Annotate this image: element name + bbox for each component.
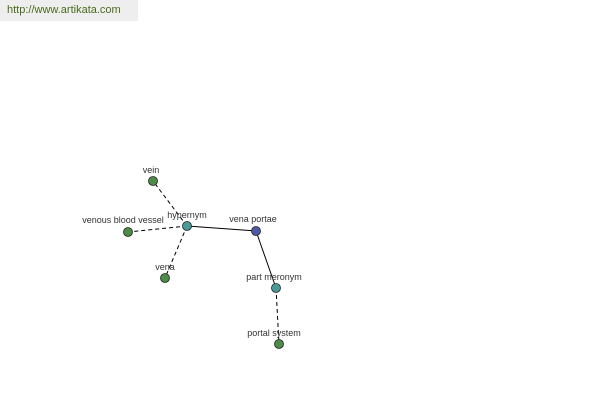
node-portal-system[interactable]: portal system — [247, 328, 301, 349]
edges-layer — [127, 180, 280, 345]
node-circle[interactable] — [148, 176, 158, 186]
node-circle[interactable] — [182, 221, 192, 231]
edge-vena-portae-part-meronym — [255, 230, 277, 289]
edge-vena-portae-hypernym — [186, 225, 257, 232]
url-banner[interactable]: http://www.artikata.com — [0, 0, 138, 21]
edge-part-meronym-portal-system — [275, 287, 280, 345]
nodes-layer: vein venous blood vessel vena hypernym vena … — [82, 165, 302, 349]
node-label: hypernym — [167, 210, 207, 220]
edge-hypernym-vena — [164, 225, 188, 279]
node-circle[interactable] — [251, 226, 261, 236]
edge-hypernym-vein — [152, 180, 188, 227]
node-vena[interactable]: vena — [155, 262, 175, 283]
node-venous-blood-vessel[interactable]: venous blood vessel — [82, 215, 164, 237]
node-part-meronym[interactable]: part meronym — [246, 272, 302, 293]
node-hypernym[interactable]: hypernym — [167, 210, 207, 231]
node-label: vena portae — [229, 214, 277, 224]
node-vena-portae[interactable]: vena portae — [229, 214, 277, 236]
node-circle[interactable] — [274, 339, 284, 349]
node-label: part meronym — [246, 272, 302, 282]
node-label: portal system — [247, 328, 301, 338]
node-label: vein — [143, 165, 160, 175]
node-circle[interactable] — [160, 273, 170, 283]
node-label: venous blood vessel — [82, 215, 164, 225]
node-label: vena — [155, 262, 175, 272]
edge-hypernym-venous-blood-vessel — [127, 225, 188, 233]
node-circle[interactable] — [123, 227, 133, 237]
node-circle[interactable] — [271, 283, 281, 293]
node-vein[interactable]: vein — [143, 165, 160, 186]
